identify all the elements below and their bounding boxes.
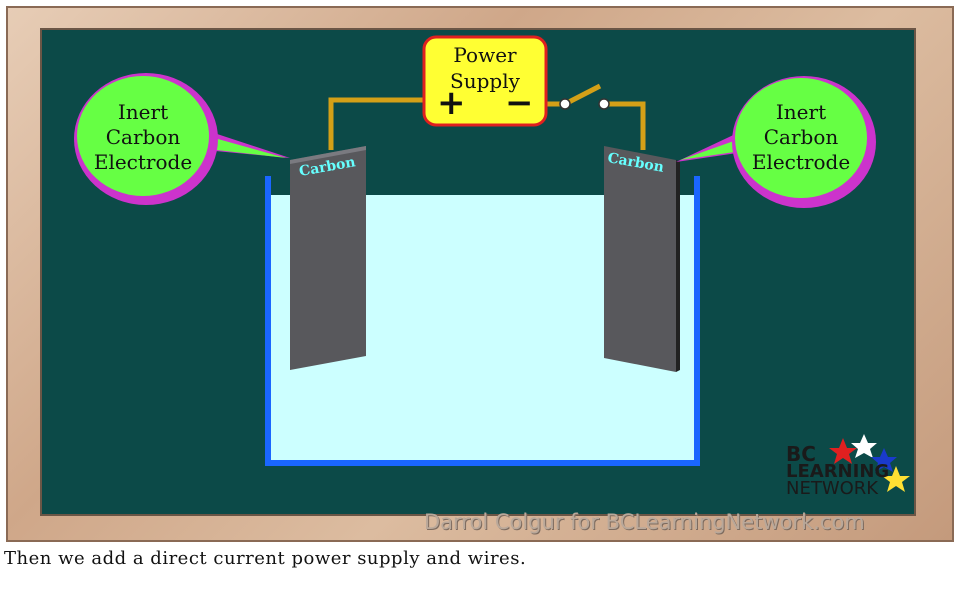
left-callout-text: Inert Carbon Electrode <box>78 100 208 175</box>
switch-lever <box>563 83 602 107</box>
positive-wire <box>328 97 425 150</box>
left-callout-line3: Electrode <box>93 150 193 174</box>
right-callout-line3: Electrode <box>751 150 851 174</box>
positive-terminal: + <box>437 83 466 123</box>
right-electrode-edge <box>676 160 680 372</box>
right-callout-line1: Inert <box>775 100 827 124</box>
left-callout <box>77 76 209 196</box>
logo-line2: LEARNING <box>786 461 890 482</box>
right-electrode <box>604 146 676 372</box>
slide-caption: Then we add a direct current power suppl… <box>4 548 527 569</box>
beaker <box>265 176 700 466</box>
right-callout-pointer <box>680 136 748 160</box>
negative-terminal: − <box>505 83 534 123</box>
negative-wire <box>604 101 646 150</box>
right-callout <box>735 78 867 198</box>
power-supply-line2: Supply <box>450 69 520 93</box>
power-supply-label: Power Supply <box>425 42 545 94</box>
logo-line1: BC <box>786 442 816 466</box>
red-star-icon <box>829 438 857 464</box>
white-star-icon <box>851 434 877 458</box>
left-electrode-top <box>290 146 366 164</box>
logo-line3: NETWORK <box>786 478 879 499</box>
right-callout-text: Inert Carbon Electrode <box>736 100 866 175</box>
switch-contact-right <box>598 98 610 110</box>
bc-logo-stars <box>829 434 910 492</box>
power-supply-line1: Power <box>453 43 517 67</box>
credit-watermark: Darrol Colgur for BCLearningNetwork.com <box>424 510 865 534</box>
left-callout-line1: Inert <box>117 100 169 124</box>
power-supply-box <box>422 35 548 127</box>
left-callout-pointer <box>200 134 286 158</box>
blue-star-icon <box>871 448 897 472</box>
left-callout-line2: Carbon <box>105 125 181 149</box>
right-callout-line2: Carbon <box>763 125 839 149</box>
yellow-star-icon <box>882 466 910 492</box>
left-electrode <box>290 146 366 370</box>
switch-contact-left <box>559 98 571 110</box>
bc-learning-network-logo: BC LEARNING NETWORK <box>786 442 890 499</box>
right-callout-pointer-shadow <box>676 130 744 162</box>
